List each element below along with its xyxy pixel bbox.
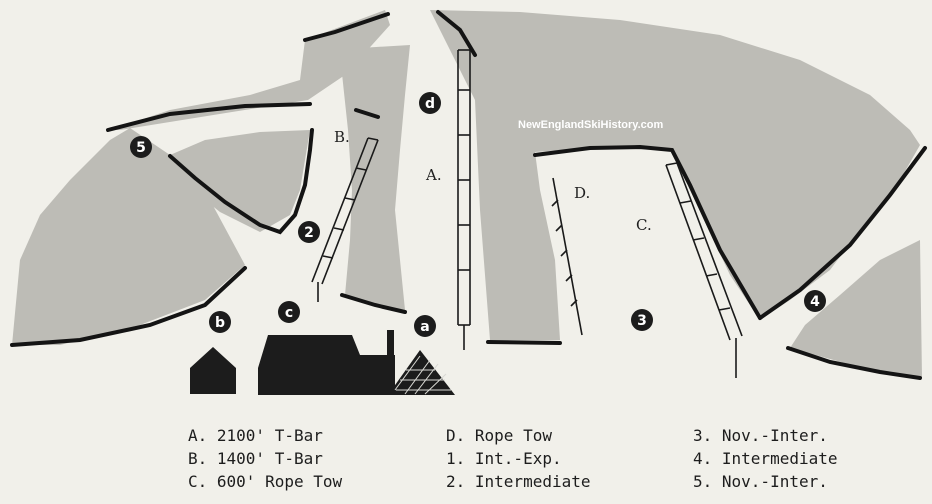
legend-item: B. 1400' T-Bar: [188, 449, 323, 468]
svg-text:3: 3: [637, 313, 647, 329]
lift-b-t-bar: [311, 137, 379, 302]
legend-column-lifts: A. 2100' T-Bar B. 1400' T-Bar C. 600' Ro…: [188, 424, 342, 493]
boundary-line: [354, 108, 380, 119]
badge-lift-d: d: [419, 92, 441, 114]
a-frame-lattice: [394, 355, 451, 395]
lift-c-rope-tow: [665, 162, 743, 378]
wooded-area-center-strip: [340, 45, 410, 310]
svg-text:b: b: [215, 315, 225, 331]
svg-text:4: 4: [810, 294, 820, 310]
legend-item: 4. Intermediate: [693, 449, 838, 468]
boundary-line: [486, 340, 562, 345]
trail-boundaries: [10, 10, 927, 380]
lift-d-rope-tow: [551, 177, 583, 336]
legend-item: 1. Int.-Exp.: [446, 449, 562, 468]
wooded-area-far-left: [110, 10, 390, 130]
wooded-area-main: [430, 10, 920, 340]
wooded-area-right: [790, 240, 922, 378]
legend-item: 5. Nov.-Inter.: [693, 472, 828, 491]
lift-a-t-bar: [457, 49, 471, 350]
lift-c-label: C.: [636, 216, 652, 234]
legend-item: 2. Intermediate: [446, 472, 591, 491]
boundary-line: [340, 293, 407, 314]
legend-item: A. 2100' T-Bar: [188, 426, 323, 445]
small-building: [190, 347, 236, 394]
main-lodge: [258, 335, 395, 395]
wooded-areas: [12, 10, 922, 378]
legend-column-mixed: D. Rope Tow 1. Int.-Exp. 2. Intermediate: [446, 424, 591, 493]
svg-text:5: 5: [136, 140, 146, 156]
lift-b-label: B.: [334, 128, 350, 146]
badge-trail-3: 3: [631, 309, 653, 331]
svg-text:a: a: [420, 319, 429, 335]
badge-lift-b: b: [209, 311, 231, 333]
chimney: [387, 330, 394, 355]
badge-lift-a: a: [414, 315, 436, 337]
lift-d-label: D.: [574, 184, 590, 202]
badge-lift-c: c: [278, 301, 300, 323]
legend-item: C. 600' Rope Tow: [188, 472, 343, 491]
boundary-line: [758, 146, 927, 320]
svg-text:2: 2: [304, 225, 314, 241]
boundary-line: [436, 10, 477, 57]
boundary-line: [10, 266, 247, 347]
lift-a-label: A.: [425, 166, 442, 184]
watermark: NewEnglandSkiHistory.com: [518, 119, 663, 131]
svg-text:c: c: [285, 305, 293, 321]
boundary-line: [303, 12, 390, 42]
legend-column-trails: 3. Nov.-Inter. 4. Intermediate 5. Nov.-I…: [693, 424, 838, 493]
a-frame-building: [388, 350, 455, 395]
badge-trail-2: 2: [298, 221, 320, 243]
boundary-line: [168, 128, 314, 235]
wooded-area-center-left: [170, 130, 310, 232]
badge-trail-5: 5: [130, 136, 152, 158]
boundary-line: [106, 102, 312, 132]
badge-trail-4: 4: [804, 290, 826, 312]
legend-item: D. Rope Tow: [446, 426, 552, 445]
boundary-line: [533, 144, 762, 320]
base-lodge: [190, 330, 455, 395]
svg-text:d: d: [425, 96, 435, 112]
boundary-line: [786, 346, 922, 380]
legend-item: 3. Nov.-Inter.: [693, 426, 828, 445]
